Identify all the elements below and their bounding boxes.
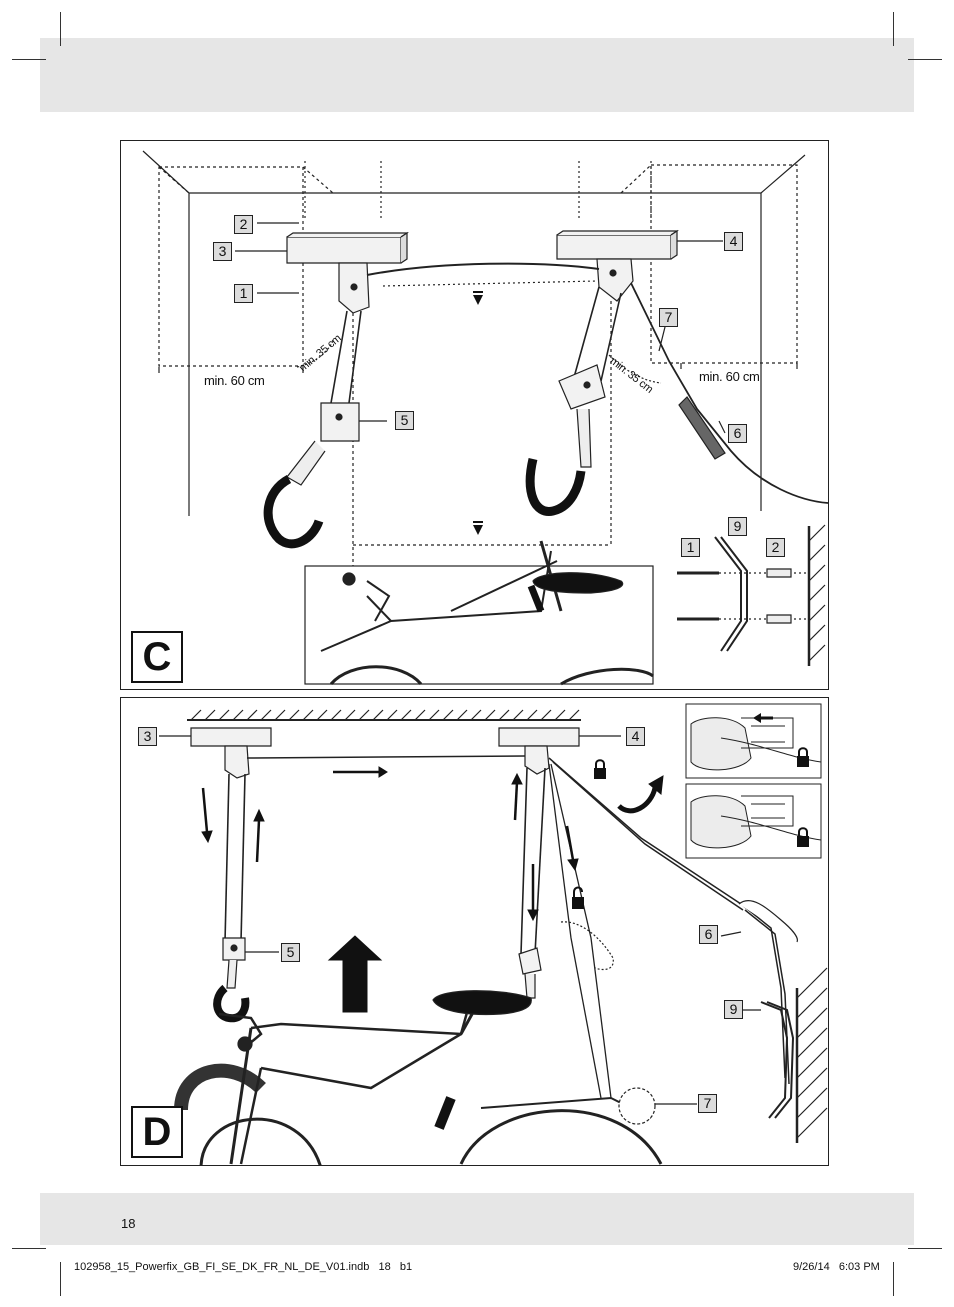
callout-wall-cleat: 9	[728, 517, 747, 536]
callout-mount-left: 3	[138, 727, 157, 746]
callout-screw: 2	[234, 215, 253, 234]
crop-mark	[60, 12, 61, 46]
callout-rope-grip: 6	[728, 424, 747, 443]
callout-pulley: 5	[395, 411, 414, 430]
page-number: 18	[121, 1216, 136, 1231]
callout-mount-plate: 3	[213, 242, 232, 261]
top-band	[40, 38, 914, 112]
callout-dowel: 1	[234, 284, 253, 303]
callout-mount-right: 4	[626, 727, 645, 746]
callout-cleat: 7	[659, 308, 678, 327]
panel-c-illustration	[142, 150, 828, 686]
crop-mark	[12, 1248, 46, 1249]
crop-mark	[908, 59, 942, 60]
dimension-right-60: min. 60 cm	[699, 369, 760, 384]
panel-d-illustration	[159, 703, 828, 1165]
crop-mark	[60, 1262, 61, 1296]
footer-date: 9/26/14 6:03 PM	[793, 1261, 880, 1273]
callout-pulley: 5	[281, 943, 300, 962]
panel-c: 2 3 1 4 7 5 6 9 1 2 min. 60 cm min. 35 c…	[120, 140, 829, 690]
section-letter-c: C	[131, 631, 183, 683]
callout-cleat: 7	[698, 1094, 717, 1113]
footer-file-info: 102958_15_Powerfix_GB_FI_SE_DK_FR_NL_DE_…	[74, 1261, 413, 1273]
callout-detail-screw: 2	[766, 538, 785, 557]
crop-mark	[893, 12, 894, 46]
section-letter-d: D	[131, 1106, 183, 1158]
callout-rope-grip: 6	[699, 925, 718, 944]
callout-detail-dowel: 1	[681, 538, 700, 557]
panel-d: 3 4 5 6 9 7 D	[120, 697, 829, 1166]
callout-wall-cleat: 9	[724, 1000, 743, 1019]
dimension-left-60: min. 60 cm	[204, 373, 265, 388]
callout-bracket: 4	[724, 232, 743, 251]
crop-mark	[893, 1262, 894, 1296]
crop-mark	[12, 59, 46, 60]
bottom-band	[40, 1193, 914, 1245]
crop-mark	[908, 1248, 942, 1249]
